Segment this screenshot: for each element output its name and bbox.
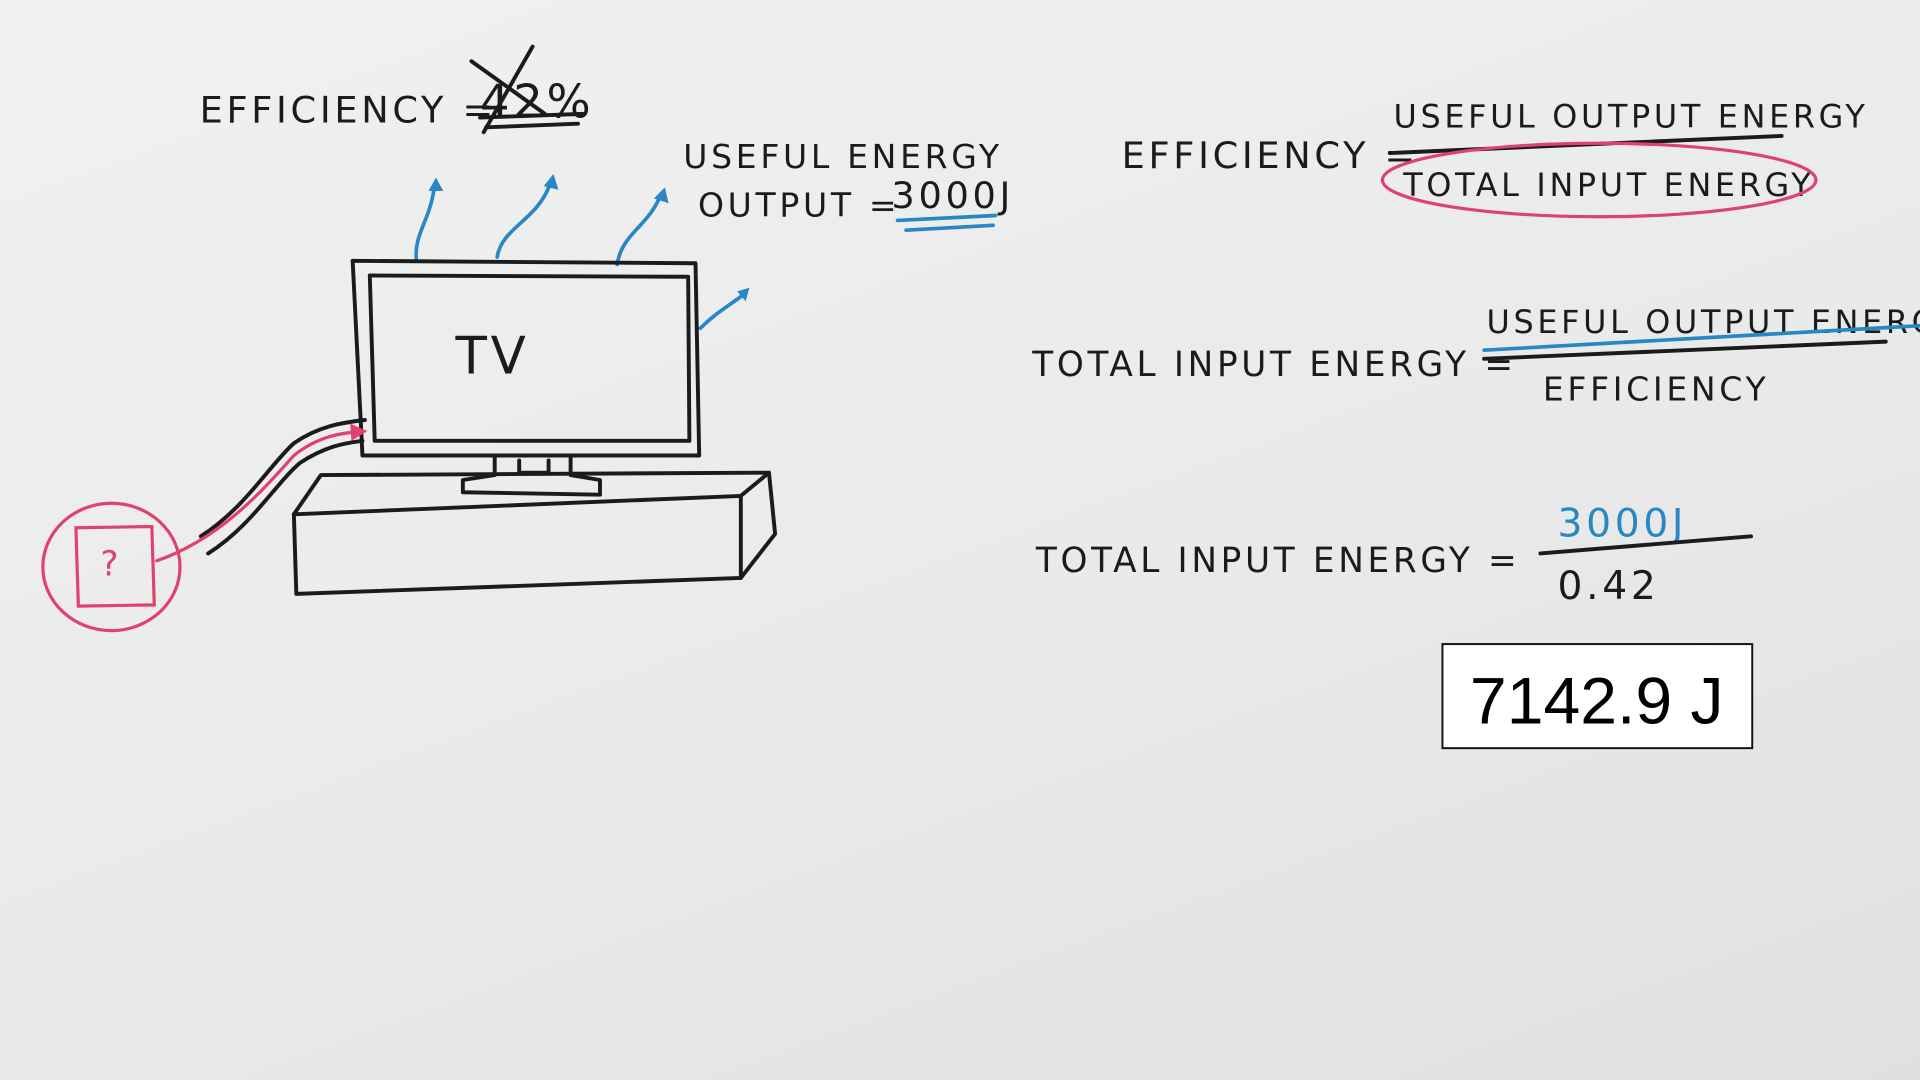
source-unknown: ? bbox=[100, 545, 118, 585]
efficiency-value-struck: 42% bbox=[480, 75, 594, 129]
useful-energy-value: 3000J bbox=[891, 174, 1014, 217]
tv-drawing bbox=[291, 258, 778, 596]
formula2-numerator: USEFUL OUTPUT ENERGY bbox=[1487, 303, 1920, 341]
result-value: 7142.9 J bbox=[1470, 665, 1724, 739]
formula3-numerator: 3000J bbox=[1558, 501, 1688, 546]
cable-pink bbox=[155, 429, 365, 563]
energy-arrows bbox=[414, 173, 750, 330]
tv-label: TV bbox=[455, 326, 530, 386]
formula3-denominator: 0.42 bbox=[1558, 564, 1660, 609]
formula3-fraction-bar bbox=[1538, 534, 1753, 556]
useful-energy-line1: USEFUL ENERGY bbox=[683, 137, 1003, 176]
formula1-numerator: USEFUL OUTPUT ENERGY bbox=[1393, 97, 1868, 135]
cable-arrowhead bbox=[350, 423, 368, 441]
cable-black bbox=[198, 418, 367, 539]
denominator-highlight-circle bbox=[1380, 141, 1818, 219]
formula1-denominator: TOTAL INPUT ENERGY bbox=[1402, 166, 1814, 204]
efficiency-label: EFFICIENCY = bbox=[200, 88, 497, 131]
useful-energy-line2: OUTPUT = bbox=[698, 186, 900, 225]
formula1-lhs: EFFICIENCY = bbox=[1122, 134, 1419, 177]
value-underline bbox=[895, 213, 998, 233]
formula3-lhs: TOTAL INPUT ENERGY = bbox=[1035, 541, 1521, 581]
source-circle bbox=[41, 501, 182, 633]
cable-black-2 bbox=[206, 438, 365, 556]
formula2-lhs: TOTAL INPUT ENERGY = bbox=[1031, 345, 1516, 385]
result-box bbox=[1441, 643, 1754, 750]
formula2-blue-line bbox=[1482, 323, 1920, 353]
source-box bbox=[74, 524, 156, 608]
strike-mark bbox=[469, 44, 585, 135]
formula2-denominator: EFFICIENCY bbox=[1543, 369, 1769, 408]
formula2-fraction-bar bbox=[1482, 339, 1888, 361]
